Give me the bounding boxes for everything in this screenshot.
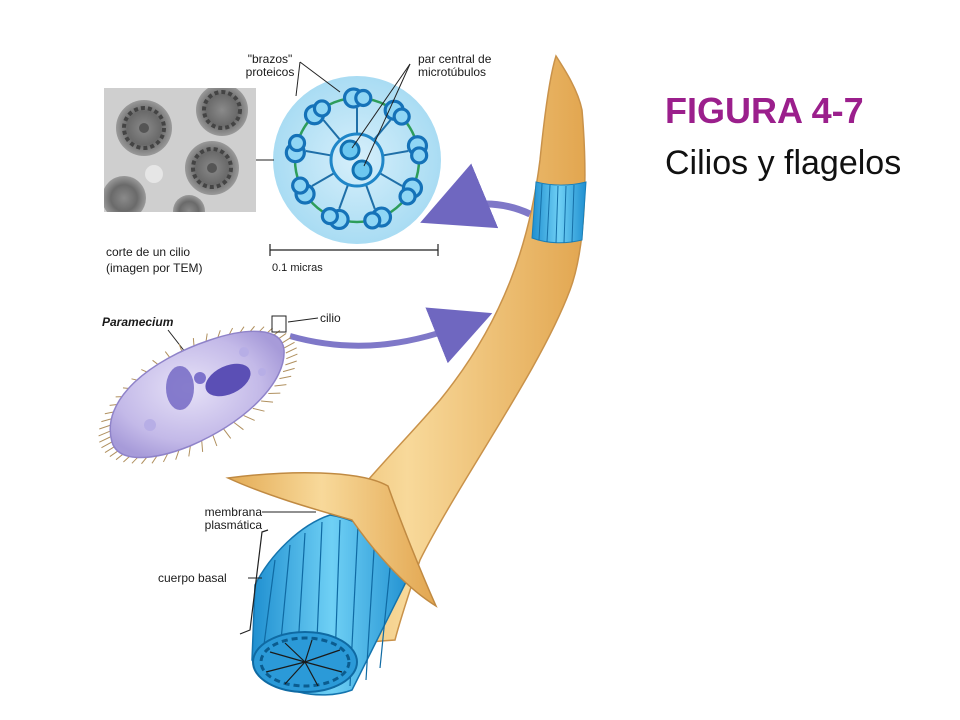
paramecium-cilium	[99, 436, 111, 443]
paramecium-cilium	[252, 407, 265, 412]
paramecium-cilium	[282, 367, 295, 373]
tem-micrograph-drawing	[104, 88, 256, 212]
central-microtubule-1	[339, 139, 361, 161]
doublet-microtubule	[291, 176, 310, 195]
paramecium-micronucleus	[194, 372, 206, 384]
label-scale-bar: 0.1 micras	[272, 262, 323, 274]
window-tubule-lines	[538, 183, 575, 244]
doublet-microtubule	[312, 99, 332, 118]
paramecium-cilium	[223, 428, 232, 439]
paramecium-cilium	[285, 360, 297, 366]
label-central-pair: par central de microtúbulos	[418, 52, 492, 79]
radial-spoke	[379, 172, 403, 187]
paramecium-cilium	[212, 434, 218, 447]
tem-micrograph	[104, 88, 256, 212]
scale-bar	[269, 244, 439, 256]
label-plasma-membrane: membrana plasmática	[204, 505, 262, 532]
doublet-microtubule	[363, 211, 382, 230]
label-basal-body: cuerpo basal	[158, 571, 227, 585]
cilium-cross-section	[273, 76, 441, 244]
paramecium-cilium	[104, 445, 116, 453]
doublet-microtubule	[410, 146, 429, 165]
paramecium-cilium	[233, 422, 244, 431]
label-paramecium: Paramecium	[102, 315, 174, 329]
paramecium-cilium	[274, 384, 287, 387]
basal-body-spokes	[265, 639, 343, 687]
paramecium-cilium	[279, 375, 292, 380]
doublet-microtubule	[287, 133, 307, 153]
paramecium-cilium	[99, 424, 111, 430]
paramecium-oral-groove	[166, 366, 194, 410]
label-cilium: cilio	[320, 311, 341, 325]
doublet-microtubule	[354, 88, 373, 108]
figure-caption: Cilios y flagelos	[665, 144, 902, 182]
figure-number: FIGURA 4-7	[665, 90, 864, 131]
paramecium-body	[109, 330, 285, 459]
radial-spoke	[305, 149, 331, 157]
paramecium-cilium	[101, 441, 113, 449]
arrow-to-cross-section	[420, 163, 532, 229]
radial-spoke	[365, 185, 376, 210]
paramecium-cilium	[201, 439, 204, 453]
doublet-microtubule	[398, 187, 417, 206]
paramecium-cilium	[286, 353, 298, 360]
paramecium-cilium	[285, 347, 297, 354]
cilium-callout-box	[271, 315, 287, 333]
radial-spoke	[322, 119, 341, 140]
radial-spokes	[305, 108, 409, 210]
radial-spoke	[383, 149, 409, 157]
basal-body-bracket	[239, 529, 269, 635]
arrow-from-paramecium	[289, 307, 493, 364]
outer-doublets	[284, 87, 429, 231]
paramecium-cilium	[243, 415, 255, 421]
doublet-microtubule	[320, 207, 339, 226]
label-cross-section-line2: (imagen por TEM)	[106, 261, 203, 275]
tem-cilium-section-4	[104, 176, 146, 212]
central-sheath	[329, 132, 385, 188]
plasma-membrane	[225, 472, 438, 608]
label-cross-section-line1: corte de un cilio	[106, 245, 191, 259]
paramecium-cilium	[98, 430, 110, 437]
paramecium-macronucleus	[205, 363, 251, 397]
radial-spoke	[338, 185, 349, 210]
leader-lines	[167, 61, 411, 579]
paramecium-cilium	[261, 400, 274, 403]
paramecium-cilium	[283, 341, 295, 349]
basal-body-triplets	[259, 636, 351, 688]
paramecium	[98, 315, 298, 465]
doublet-microtubule	[392, 107, 411, 126]
label-protein-arms: "brazos" proteicos	[245, 52, 295, 79]
central-microtubule-2	[351, 159, 373, 181]
radial-spoke	[311, 172, 335, 187]
